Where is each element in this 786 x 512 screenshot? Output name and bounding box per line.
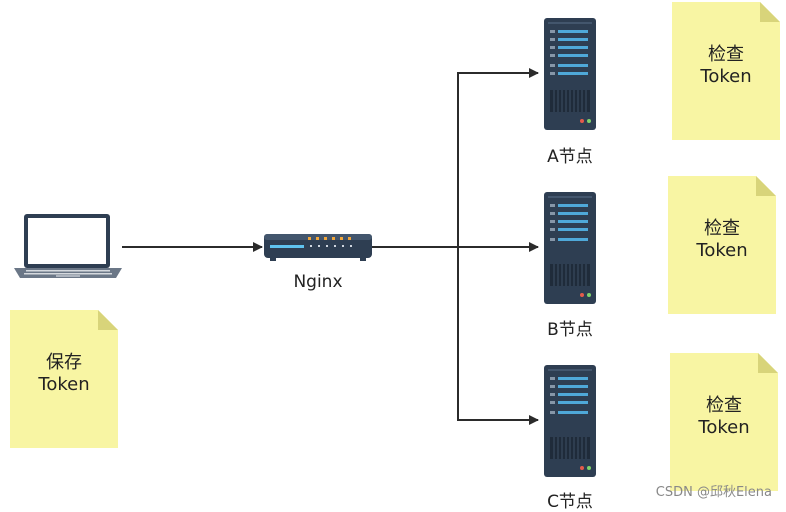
server-b-token-note: 检查 Token (668, 176, 776, 314)
note-line-token: Token (696, 240, 748, 261)
server-a-token-note: 检查 Token (672, 2, 780, 140)
note-line-action: 检查 (708, 44, 744, 65)
note-line-action: 检查 (706, 395, 742, 416)
server-c-label: C节点 (547, 492, 593, 512)
note-line-token: Token (38, 374, 90, 395)
note-line-action: 保存 (46, 352, 82, 373)
server-b-icon (544, 192, 596, 304)
server-a-icon (544, 18, 596, 130)
laptop-icon (14, 214, 122, 278)
note-line-token: Token (698, 417, 750, 438)
server-b-label: B节点 (547, 320, 593, 340)
nginx-label: Nginx (293, 272, 343, 292)
router-icon (264, 234, 372, 261)
server-a-label: A节点 (547, 147, 593, 167)
server-c-icon (544, 365, 596, 477)
watermark: CSDN @邱秋Elena (655, 485, 772, 500)
note-line-action: 检查 (704, 218, 740, 239)
server-c-token-note: 检查 Token (670, 353, 778, 491)
client-token-note: 保存 Token (10, 310, 118, 448)
note-line-token: Token (700, 66, 752, 87)
